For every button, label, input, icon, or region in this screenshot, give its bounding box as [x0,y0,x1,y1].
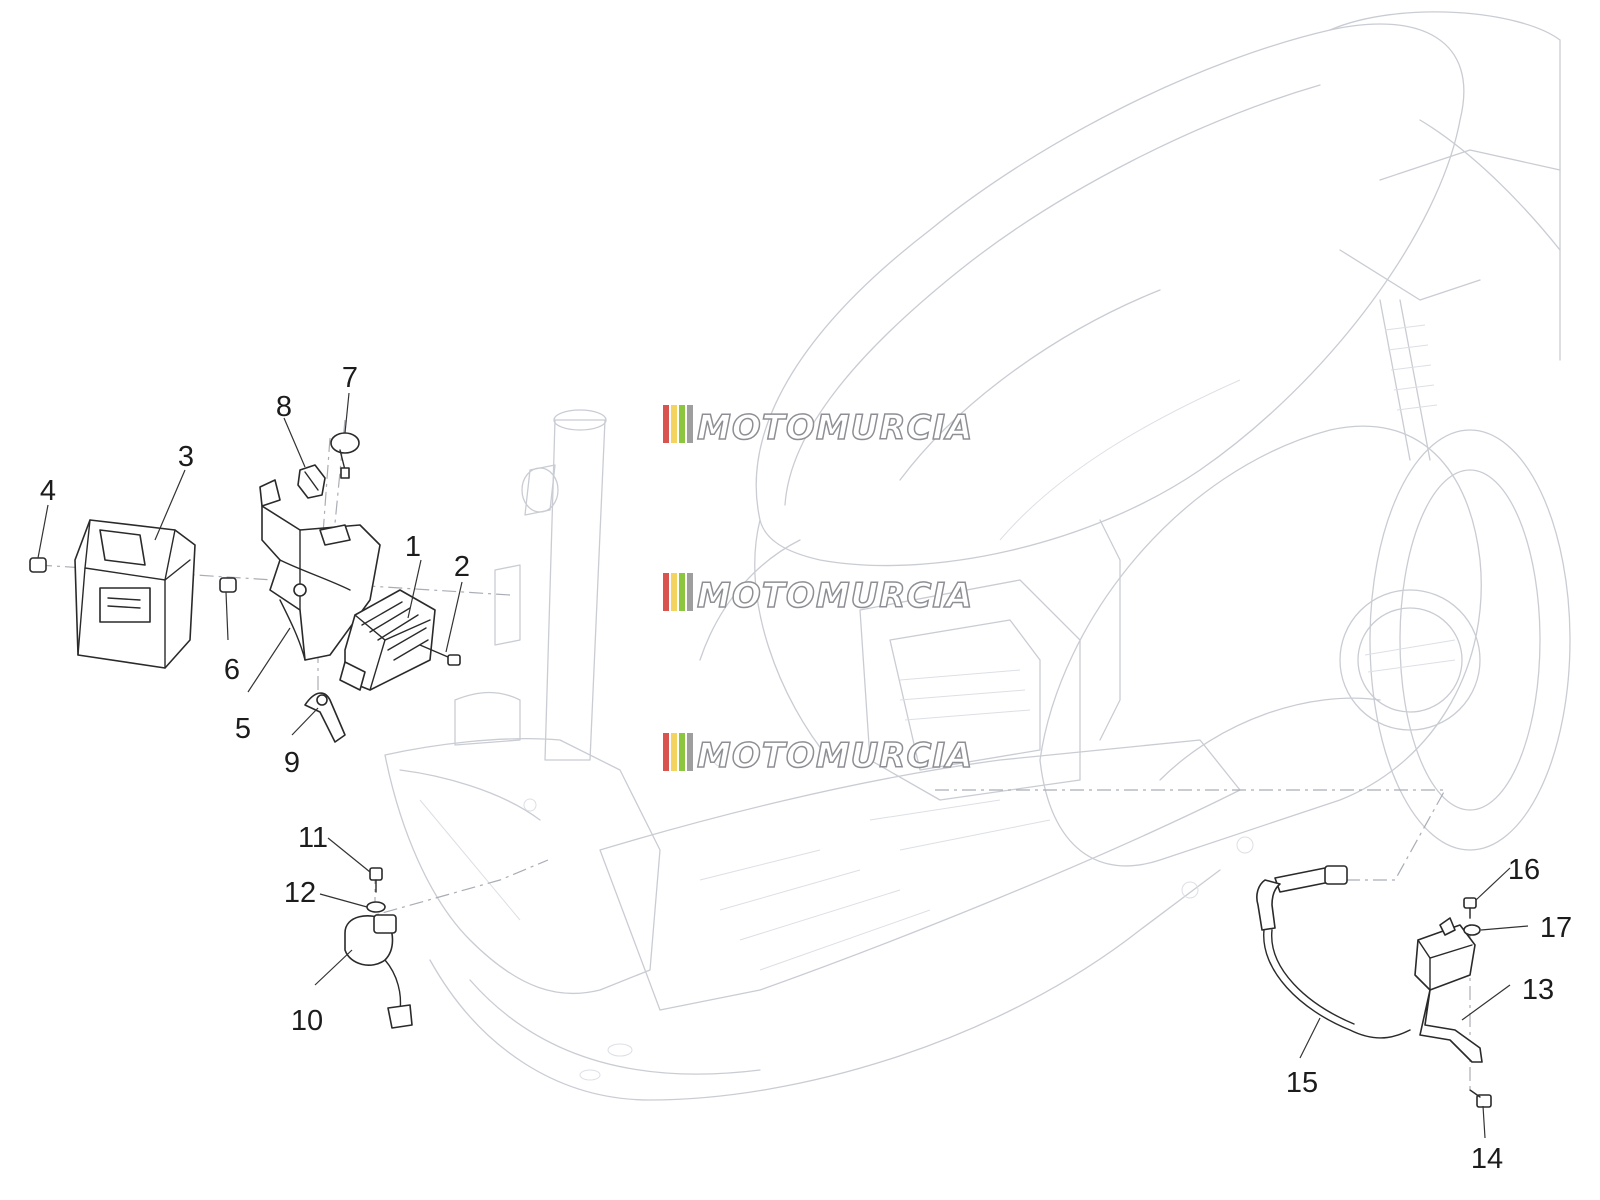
callout-11: 11 [298,822,328,854]
part-12-washer [366,901,386,913]
scooter-ghost-outline [384,11,1571,1101]
callout-10: 10 [291,1005,323,1037]
callout-5: 5 [235,713,251,745]
callout-1: 1 [405,531,421,563]
part-7-clip [330,432,360,479]
callout-17: 17 [1540,912,1572,944]
callout-7: 7 [342,362,358,394]
part-16-screw [1463,897,1477,919]
part-11-screw [369,867,383,893]
part-5-bracket [259,479,381,661]
callout-16: 16 [1508,854,1540,886]
leader-lines [37,392,1529,1139]
part-9-strap [304,692,346,743]
part-4-screw [29,557,47,573]
callout-14: 14 [1471,1143,1503,1175]
callout-2: 2 [454,551,470,583]
watermark-text: MOTOMURCIA [697,576,973,616]
part-13-ignition-coil [1414,917,1483,1063]
callout-4: 4 [40,475,56,507]
callout-12: 12 [284,877,316,909]
watermark-1: MOTOMURCIA [663,405,973,449]
part-10-sensor [344,914,413,1029]
watermark-3: MOTOMURCIA [663,733,973,777]
part-2-bolt [419,644,461,666]
callout-3: 3 [178,441,194,473]
callout-9: 9 [284,747,300,779]
watermark-text: MOTOMURCIA [697,736,973,776]
callout-15: 15 [1286,1067,1318,1099]
watermark-2: MOTOMURCIA [663,573,973,617]
part-6-screw [219,577,237,593]
callout-13: 13 [1522,974,1554,1006]
watermark-text: MOTOMURCIA [697,408,973,448]
part-8-connector [297,464,326,499]
callout-6: 6 [224,654,240,686]
part-3-control-unit [74,519,196,669]
part-1-regulator [339,589,436,691]
part-17-washer [1463,924,1481,936]
part-15-ht-cable [1256,865,1411,1039]
part-14-bolt [1469,1089,1492,1108]
callout-labels: 1 2 3 4 5 6 7 8 9 10 11 12 13 14 15 16 1… [40,362,1572,1175]
callout-8: 8 [276,391,292,423]
